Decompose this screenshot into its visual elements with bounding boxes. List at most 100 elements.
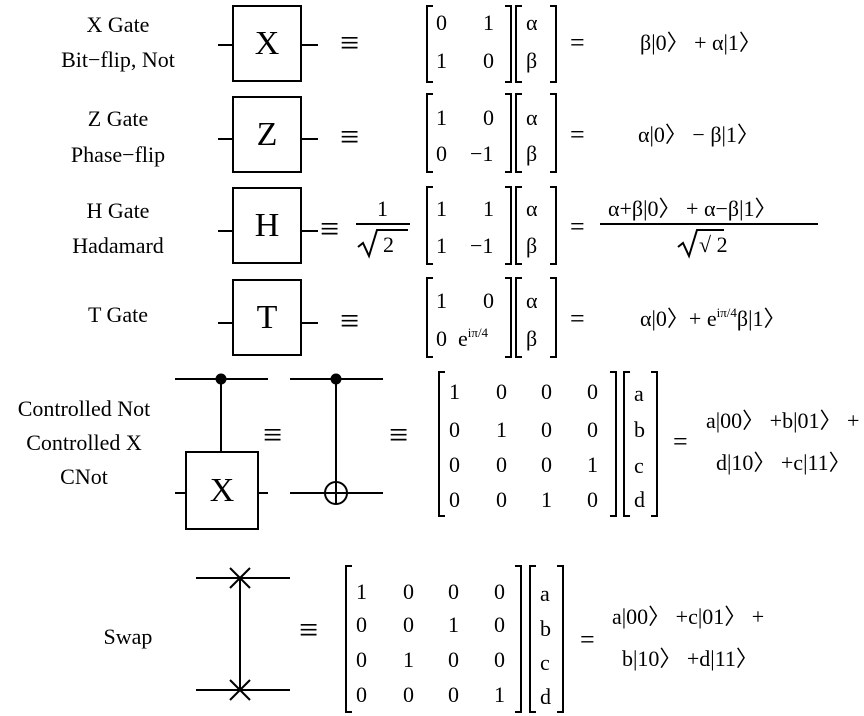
cnot2-control-dot xyxy=(330,373,342,385)
swap-vector-cell: b xyxy=(540,616,551,641)
t-matrix-exp-base: e xyxy=(458,326,468,351)
t-gate-result: α|0〉+ eiπ/4β|1〉 xyxy=(640,305,786,330)
x-gate-equals: = xyxy=(570,28,585,57)
x-matrix-cell: 1 xyxy=(436,48,447,73)
cnot-equals: = xyxy=(673,427,688,456)
t-vector-cell: α xyxy=(526,288,538,313)
swap-matrix-cell: 0 xyxy=(403,682,414,707)
cnot-matrix-bracket-left xyxy=(438,371,445,517)
h-vector-cell: β xyxy=(526,233,538,258)
t-gate-name: T Gate xyxy=(87,302,149,327)
swap-matrix-cell: 0 xyxy=(356,647,367,672)
z-gate-equiv-sign: ≡ xyxy=(340,119,360,156)
cnot-matrix-cell: 0 xyxy=(541,417,552,442)
cnot-name-short: CNot xyxy=(60,464,108,489)
x-matrix-bracket-right xyxy=(505,5,512,83)
cnot-matrix-cell: 1 xyxy=(587,452,598,477)
swap-equiv-sign: ≡ xyxy=(299,612,319,649)
cnot-matrix-cell: 0 xyxy=(587,379,598,404)
t-matrix-cell: 0 xyxy=(436,326,447,351)
cnot-matrix-cell: 1 xyxy=(496,417,507,442)
cnot-vector-cell: b xyxy=(634,417,645,442)
swap-matrix-cell: 0 xyxy=(494,647,505,672)
h-gate-equiv-sign: ≡ xyxy=(320,211,340,248)
cnot-matrix-cell: 0 xyxy=(496,487,507,512)
t-gate-equiv-sign: ≡ xyxy=(340,303,360,340)
cnot-name: Controlled Not xyxy=(17,396,151,421)
cnot-result-line2: d|10〉 +c|11〉 xyxy=(716,450,851,475)
h-gate-box: H xyxy=(232,187,302,264)
swap-matrix-cell: 0 xyxy=(448,647,459,672)
cnot-matrix-cell: 1 xyxy=(541,487,552,512)
h-result-sqrt-sign xyxy=(677,229,724,259)
t-vector-bracket-right xyxy=(550,277,557,358)
t-result-sup: iπ/4 xyxy=(716,305,737,320)
z-gate-name: Z Gate xyxy=(87,106,149,131)
cnot-vector-cell: c xyxy=(634,453,644,478)
x-gate-box: X xyxy=(232,5,302,82)
swap-matrix-cell: 0 xyxy=(448,682,459,707)
t-gate-box: T xyxy=(232,279,302,356)
cnot-matrix-cell: 0 xyxy=(587,417,598,442)
h-matrix-cell: 1 xyxy=(436,233,447,258)
h-vector-bracket-left xyxy=(515,186,522,265)
x-vector-cell: β xyxy=(526,48,538,73)
x-matrix-bracket-left xyxy=(426,5,433,83)
z-matrix-bracket-right xyxy=(505,93,512,173)
swap-matrix-cell: 1 xyxy=(494,682,505,707)
cnot-vector-bracket-left xyxy=(623,371,630,517)
swap-vector-cell: a xyxy=(540,581,550,606)
cnot-equiv-sign-1: ≡ xyxy=(263,417,283,454)
z-matrix-bracket-left xyxy=(426,93,433,173)
swap-result-line2: b|10〉 +d|11〉 xyxy=(622,646,758,671)
cnot-matrix-bracket-right xyxy=(610,371,617,517)
swap-matrix-cell: 1 xyxy=(448,612,459,637)
cnot-matrix-cell: 0 xyxy=(541,452,552,477)
swap-matrix-cell: 0 xyxy=(403,579,414,604)
t-matrix-bracket-left xyxy=(426,277,433,358)
t-vector-bracket-left xyxy=(515,277,522,358)
swap-vector-bracket-left xyxy=(529,565,536,713)
swap-name: Swap xyxy=(103,624,153,649)
h-vector-cell: α xyxy=(526,196,538,221)
h-prefactor-denominator-source: √ 2 xyxy=(376,234,377,235)
x-matrix-cell: 1 xyxy=(483,10,494,35)
z-matrix-cell: 0 xyxy=(483,105,494,130)
z-matrix-cell: 1 xyxy=(436,105,447,130)
t-gate-equals: = xyxy=(570,304,585,333)
x-matrix-cell: 0 xyxy=(483,48,494,73)
cnot-vector-bracket-right xyxy=(651,371,658,517)
swap-matrix-cell: 0 xyxy=(448,579,459,604)
cnot-matrix-cell: 0 xyxy=(587,487,598,512)
cnot-matrix-cell: 0 xyxy=(496,379,507,404)
z-gate-equals: = xyxy=(570,120,585,149)
x-gate-equiv-sign: ≡ xyxy=(340,25,360,62)
swap-vector-cell: d xyxy=(540,684,551,709)
h-result-denominator: √ 2 xyxy=(699,232,728,257)
x-vector-bracket-right xyxy=(550,5,557,83)
swap-matrix-cell: 0 xyxy=(494,579,505,604)
x-vector-bracket-left xyxy=(515,5,522,83)
t-matrix-cell: 0 xyxy=(483,288,494,313)
h-matrix-cell: 1 xyxy=(436,196,447,221)
cnot-matrix-cell: 0 xyxy=(449,417,460,442)
swap-result-line1: a|00〉 +c|01〉 + xyxy=(612,604,765,629)
h-prefactor-sqrt-sign xyxy=(357,229,408,259)
t-matrix-exp-sup: iπ/4 xyxy=(467,325,489,340)
x-matrix-cell: 0 xyxy=(436,10,447,35)
swap-matrix-cell: 1 xyxy=(403,647,414,672)
cnot-vector-cell: a xyxy=(634,381,644,406)
z-gate-alias: Phase−flip xyxy=(70,142,166,167)
swap-vector-bracket-right xyxy=(557,565,564,713)
h-prefactor-denominator-digit: 2 xyxy=(383,232,394,257)
x-gate-result: β|0〉 + α|1〉 xyxy=(640,30,761,55)
h-result-numerator: α+β|0〉 + α−β|1〉 xyxy=(608,196,777,221)
x-vector-cell: α xyxy=(526,10,538,35)
swap-matrix-cell: 0 xyxy=(356,612,367,637)
cnot-matrix-cell: 0 xyxy=(449,452,460,477)
h-matrix-bracket-right xyxy=(505,186,512,265)
z-vector-cell: β xyxy=(526,141,538,166)
z-matrix-cell: −1 xyxy=(470,141,494,166)
swap-matrix-bracket-left xyxy=(345,565,352,713)
cnot-matrix-cell: 0 xyxy=(449,487,460,512)
